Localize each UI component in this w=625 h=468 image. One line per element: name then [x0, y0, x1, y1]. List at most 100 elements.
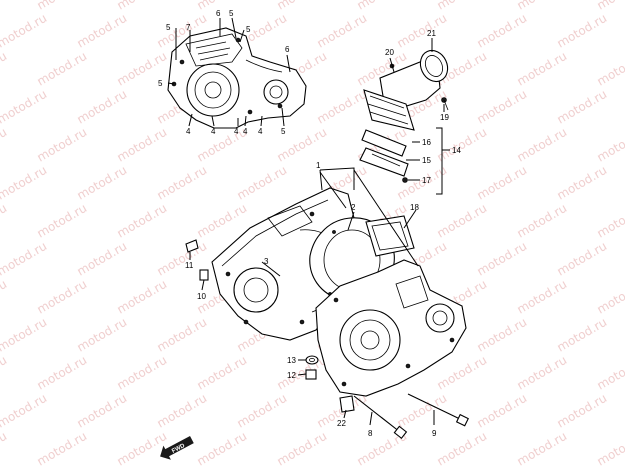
- callout-4: 4: [211, 127, 216, 136]
- watermark-text: motod.ru: [0, 125, 9, 165]
- watermark-text: motod.ru: [555, 11, 610, 51]
- watermark-text: motod.ru: [515, 49, 570, 89]
- watermark-text: motod.ru: [475, 315, 530, 355]
- watermark-text: motod.ru: [195, 429, 250, 468]
- callout-5: 5: [166, 23, 171, 32]
- watermark-text: motod.ru: [0, 11, 49, 51]
- watermark-text: motod.ru: [155, 391, 210, 431]
- watermark-text: motod.ru: [115, 353, 170, 393]
- watermark-text: motod.ru: [0, 429, 9, 468]
- watermark-text: motod.ru: [35, 49, 90, 89]
- callout-4: 4: [186, 127, 191, 136]
- watermark-text: motod.ru: [475, 391, 530, 431]
- watermark-text: motod.ru: [595, 429, 625, 468]
- watermark-text: motod.ru: [275, 353, 330, 393]
- watermark-text: motod.ru: [75, 11, 130, 51]
- watermark-text: motod.ru: [435, 0, 490, 13]
- watermark-text: motod.ru: [475, 11, 530, 51]
- watermark-text: motod.ru: [395, 11, 450, 51]
- watermark-text: motod.ru: [475, 239, 530, 279]
- crankcase-main-exploded: [185, 187, 469, 440]
- watermark-text: motod.ru: [315, 87, 370, 127]
- watermark-text: motod.ru: [115, 0, 170, 13]
- intake-reed-valve-assembly: [359, 49, 449, 183]
- watermark-text: motod.ru: [155, 315, 210, 355]
- watermark-text: motod.ru: [195, 125, 250, 165]
- watermark-text: motod.ru: [435, 125, 490, 165]
- watermark-text: motod.ru: [515, 201, 570, 241]
- watermark-text: motod.ru: [0, 87, 49, 127]
- callout-22: 22: [337, 419, 346, 428]
- watermark-text: motod.ru: [595, 0, 625, 13]
- watermark-text: motod.ru: [75, 87, 130, 127]
- watermark-text: motod.ru: [555, 163, 610, 203]
- callout-8: 8: [368, 429, 373, 438]
- watermark-text: motod.ru: [35, 353, 90, 393]
- callout-6: 6: [216, 9, 221, 18]
- watermark-text: motod.ru: [515, 353, 570, 393]
- watermark-text: motod.ru: [195, 201, 250, 241]
- watermark-text: motod.ru: [435, 353, 490, 393]
- watermark-text: motod.ru: [595, 125, 625, 165]
- watermark-text: motod.ru: [595, 277, 625, 317]
- callout-9: 9: [432, 429, 437, 438]
- watermark-text: motod.ru: [0, 49, 9, 89]
- callout-17: 17: [422, 176, 431, 185]
- watermark-text: motod.ru: [475, 87, 530, 127]
- watermark-text: motod.ru: [115, 277, 170, 317]
- main-leader-lines: [189, 167, 435, 426]
- watermark-text: motod.ru: [75, 239, 130, 279]
- watermark-text: motod.ru: [595, 353, 625, 393]
- watermark-text: motod.ru: [515, 277, 570, 317]
- callout-5: 5: [158, 79, 163, 88]
- watermark-text: motod.ru: [555, 315, 610, 355]
- watermark-text: motod.ru: [75, 391, 130, 431]
- watermark-text: motod.ru: [35, 0, 90, 13]
- watermark-text: motod.ru: [0, 277, 9, 317]
- watermark-text: motod.ru: [0, 353, 9, 393]
- watermark-text: motod.ru: [115, 125, 170, 165]
- watermark-text: motod.ru: [515, 429, 570, 468]
- callout-12: 12: [287, 371, 296, 380]
- callout-20: 20: [385, 48, 394, 57]
- callout-11: 11: [185, 261, 194, 270]
- watermark-text: motod.ru: [435, 201, 490, 241]
- watermark-text: motod.ru: [0, 163, 49, 203]
- watermark-text: motod.ru: [35, 201, 90, 241]
- watermark-text: motod.ru: [315, 11, 370, 51]
- callout-4: 4: [243, 127, 248, 136]
- watermark-text: motod.ru: [275, 429, 330, 468]
- callout-18: 18: [410, 203, 419, 212]
- callout-16: 16: [422, 138, 431, 147]
- callout-3: 3: [264, 257, 269, 266]
- callout-13: 13: [287, 356, 296, 365]
- callout-7: 7: [186, 23, 191, 32]
- callout-19: 19: [440, 113, 449, 122]
- callout-4: 4: [258, 127, 263, 136]
- watermark-text: motod.ru: [35, 277, 90, 317]
- watermark-text: motod.ru: [395, 391, 450, 431]
- watermark-text: motod.ru: [515, 0, 570, 13]
- watermark-text: motod.ru: [155, 163, 210, 203]
- callout-6: 6: [285, 45, 290, 54]
- watermark-text: motod.ru: [0, 201, 9, 241]
- watermark-text: motod.ru: [275, 0, 330, 13]
- watermark-text: motod.ru: [0, 239, 49, 279]
- watermark-text: motod.ru: [195, 353, 250, 393]
- watermark-text: motod.ru: [595, 201, 625, 241]
- callout-labels: 5 7 6 5 5 5 6 4 4 4 4 4 5 20 21 19 16 15…: [158, 9, 461, 438]
- watermark-text: motod.ru: [555, 239, 610, 279]
- watermark-text: motod.ru: [435, 429, 490, 468]
- callout-14: 14: [452, 146, 461, 155]
- watermark-text: motod.ru: [115, 429, 170, 468]
- callout-5: 5: [281, 127, 286, 136]
- watermark-text: motod.ru: [35, 125, 90, 165]
- watermark-text: motod.ru: [555, 391, 610, 431]
- callout-21: 21: [427, 29, 436, 38]
- watermark-text: motod.ru: [475, 163, 530, 203]
- watermark-text: motod.ru: [515, 125, 570, 165]
- callout-2: 2: [351, 203, 356, 212]
- watermark-text: motod.ru: [355, 0, 410, 13]
- callout-10: 10: [197, 292, 206, 301]
- watermark-text: motod.ru: [0, 315, 49, 355]
